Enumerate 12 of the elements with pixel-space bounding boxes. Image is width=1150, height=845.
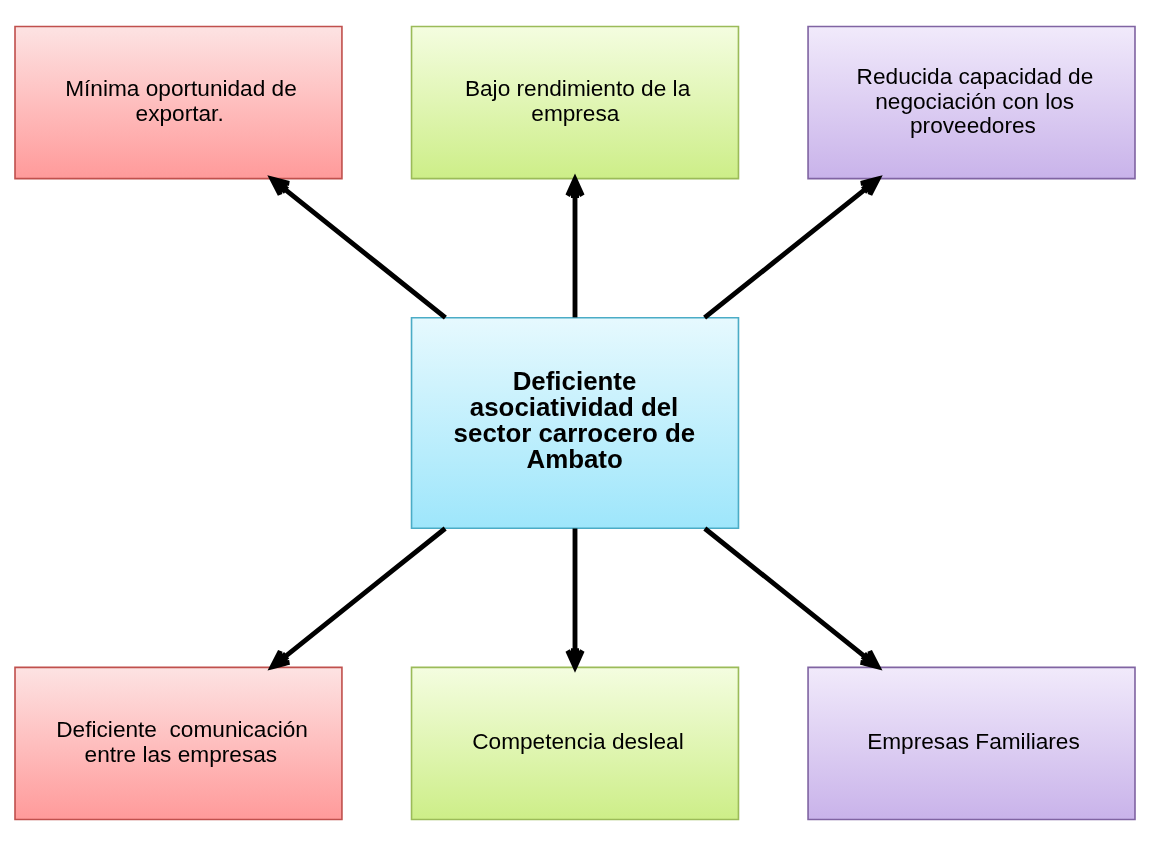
arrow [269, 176, 447, 320]
node-box: Deficiente comunicación entre las empresas [14, 666, 343, 820]
node-box: Empresas Familiares [807, 666, 1136, 820]
arrow [703, 526, 881, 669]
arrow [269, 526, 447, 669]
arrow [565, 176, 585, 317]
node-box: Mínima oportunidad de exportar. [14, 25, 343, 179]
node-box: Deficiente asociatividad del sector carrocero de Ambato [410, 316, 740, 529]
node-box: Bajo rendimiento de la empresa [410, 25, 740, 179]
node-box: Reducida capacidad de negociación con los proveedores [807, 25, 1136, 179]
node-box: Competencia desleal [410, 666, 740, 820]
arrow [703, 176, 881, 320]
